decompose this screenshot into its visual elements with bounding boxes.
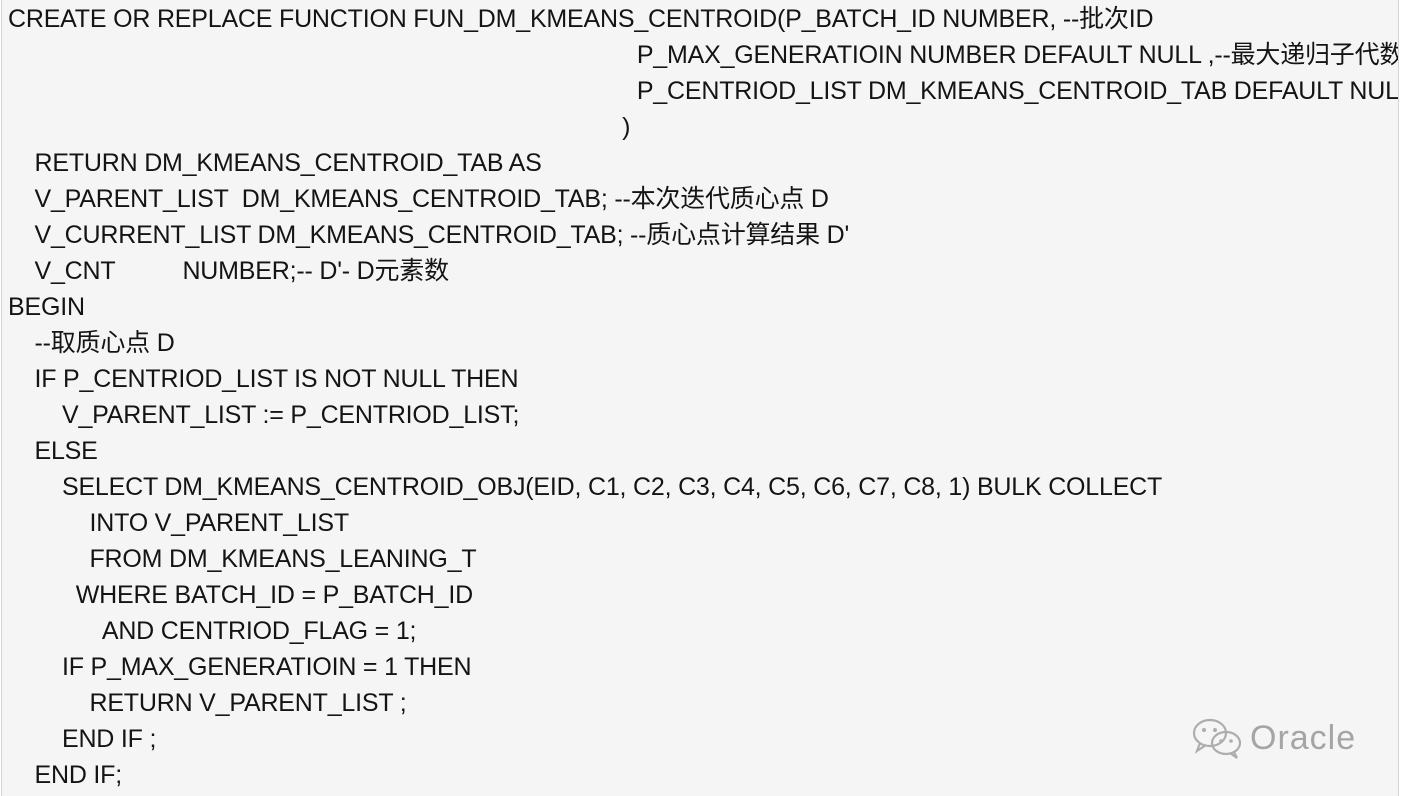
code-line-11: IF P_CENTRIOD_LIST IS NOT NULL THEN [21,365,519,393]
code-line-18: AND CENTRIOD_FLAG = 1; [56,617,417,645]
code-line-8: V_CNT NUMBER;-- D'- D元素数 [21,257,449,285]
code-line-3: P_CENTRIOD_LIST DM_KMEANS_CENTROID_TAB D… [367,77,1399,105]
code-line-1: CREATE OR REPLACE FUNCTION FUN_DM_KMEANS… [8,5,1154,33]
code-line-22: END IF; [21,761,122,789]
code-line-17: WHERE BATCH_ID = P_BATCH_ID [42,581,473,609]
code-line-10: --取质心点 D [21,329,175,357]
code-line-14: SELECT DM_KMEANS_CENTROID_OBJ(EID, C1, C… [35,473,1163,501]
code-line-19: IF P_MAX_GENERATIOIN = 1 THEN [35,653,472,681]
code-line-7: V_CURRENT_LIST DM_KMEANS_CENTROID_TAB; -… [21,221,850,249]
code-line-6: V_PARENT_LIST DM_KMEANS_CENTROID_TAB; --… [21,185,829,213]
code-line-20: RETURN V_PARENT_LIST ; [49,689,407,717]
code-line-2: P_MAX_GENERATIOIN NUMBER DEFAULT NULL ,-… [367,41,1399,69]
code-line-4: ) [359,113,631,141]
wechat-icon [1192,718,1242,759]
code-line-15: INTO V_PARENT_LIST [49,509,349,537]
code-line-12: V_PARENT_LIST := P_CENTRIOD_LIST; [35,401,520,429]
code-line-9: BEGIN [8,293,85,321]
watermark: Oracle [1190,716,1356,760]
code-line-21: END IF ; [35,725,157,753]
code-line-13: ELSE [21,437,98,465]
watermark-text: Oracle [1250,718,1357,757]
code-line-5: RETURN DM_KMEANS_CENTROID_TAB AS [21,149,542,177]
code-line-16: FROM DM_KMEANS_LEANING_T [49,545,477,573]
